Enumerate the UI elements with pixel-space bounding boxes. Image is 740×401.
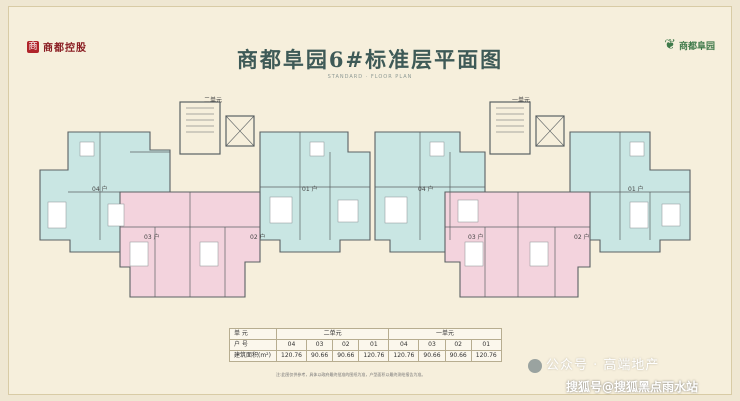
project-logo: ❦ 商都阜园 [664,37,715,53]
watermark-account-text: 公众号 · 高端地产 [546,358,660,373]
stair-core-left [179,101,255,155]
table-header: 建筑面积(m²) [229,350,277,362]
watermark-account: 公众号 · 高端地产 [528,354,659,373]
table-cell: 04 [276,339,307,351]
watermark-source: 搜狐号@搜狐黑点雨水站 [566,380,699,394]
table-row: 单 元 二单元 一单元 [229,328,502,340]
table-cell: 90.66 [418,350,446,362]
developer-logo: 商 商都控股 [27,39,87,54]
page-subtitle: STANDARD · FLOOR PLAN [327,74,413,80]
table-cell: 一单元 [388,328,502,340]
table-cell: 90.66 [332,350,360,362]
area-table: 单 元 二单元 一单元 户 号 04 03 02 01 04 03 02 01 … [229,328,502,362]
table-cell: 01 [470,339,502,351]
table-cell: 03 [418,339,446,351]
unit-label: 02 户 [574,234,590,241]
partitions [68,132,690,297]
table-row: 建筑面积(m²) 120.76 90.66 90.66 120.76 120.7… [229,350,502,362]
page-title: 商都阜园6#标准层平面图 [236,47,504,72]
project-logo-text: 商都阜园 [678,41,715,52]
disclaimer-footnote: 注:此图仅供参考，具体以政府最终批准的图纸为准，户型面积以最终测绘报告为准。 [276,372,426,377]
table-cell: 02 [332,339,360,351]
table-cell: 120.76 [276,350,307,362]
stair-label-unit1: 一单元 [512,97,531,104]
table-cell: 01 [358,339,390,351]
table-cell: 90.66 [305,350,334,362]
table-header: 户 号 [229,339,277,351]
unit-label: 03 户 [144,234,160,241]
table-header: 单 元 [229,328,277,340]
unit-label: 03 户 [468,234,484,241]
unit-label: 02 户 [250,234,266,241]
table-row: 户 号 04 03 02 01 04 03 02 01 [229,339,502,351]
developer-logo-text: 商都控股 [43,43,87,54]
table-cell: 90.66 [444,350,472,362]
table-cell: 03 [305,339,334,351]
table-cell: 02 [444,339,472,351]
table-cell: 120.76 [388,350,420,362]
table-cell: 120.76 [358,350,390,362]
unit-label: 04 户 [418,186,434,193]
wechat-icon [528,358,542,373]
leaf-icon: ❦ [664,37,676,53]
table-cell: 120.76 [470,350,502,362]
furniture [47,141,681,267]
unit-label: 01 户 [302,186,318,193]
unit-label: 01 户 [628,186,644,193]
stair-label-unit2: 二单元 [204,97,223,104]
table-cell: 04 [388,339,420,351]
developer-logo-mark: 商 [27,40,39,53]
floor-plan-drawing [39,101,691,298]
unit-label: 04 户 [92,186,108,193]
stair-core-right [489,101,565,155]
table-cell: 二单元 [275,328,390,340]
